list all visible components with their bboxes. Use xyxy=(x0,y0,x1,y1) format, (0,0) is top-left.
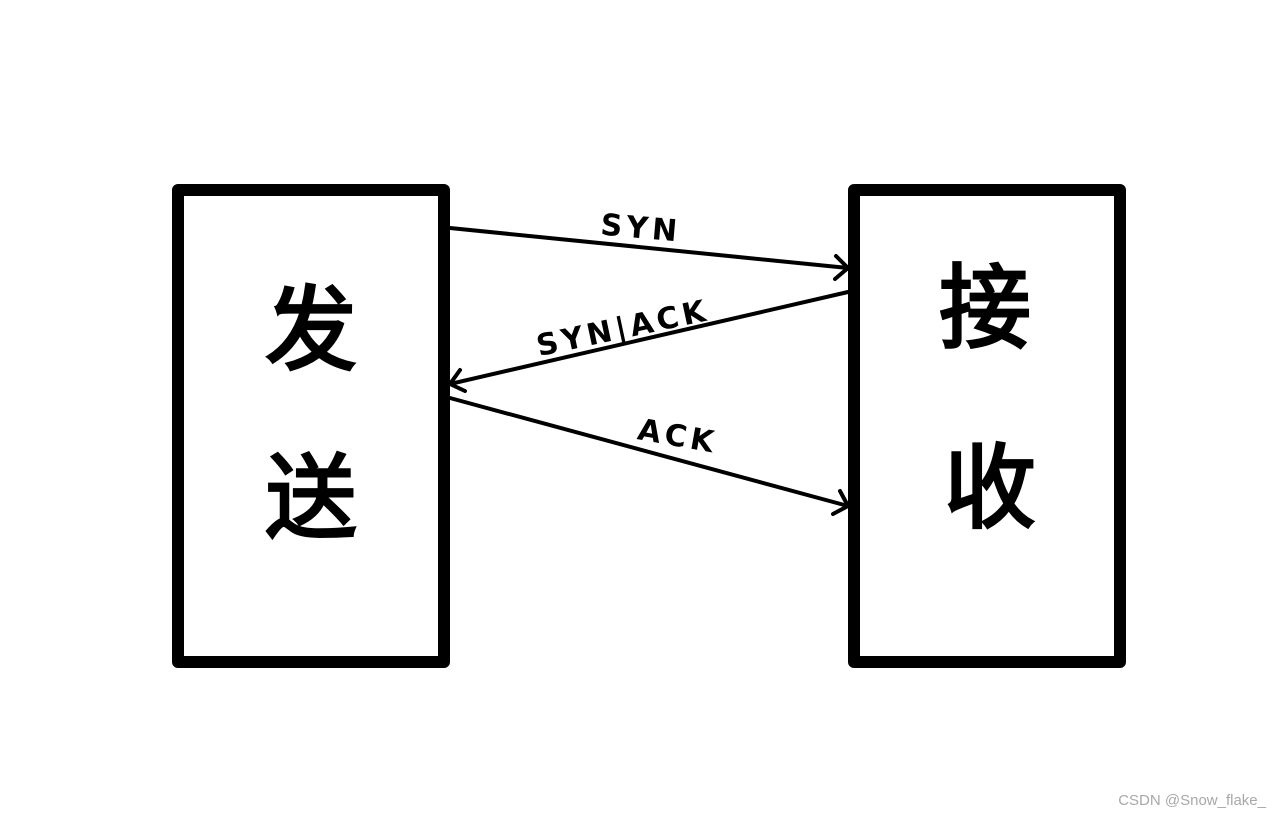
receiver-node: 接 收 xyxy=(848,184,1126,668)
sender-label-line2: 送 xyxy=(265,445,357,552)
syn-label: SYN xyxy=(599,208,682,250)
synack-arrow-line xyxy=(448,290,850,386)
synack-message: SYN|ACK xyxy=(448,290,850,393)
ack-arrow-line xyxy=(448,396,850,508)
ack-message: ACK xyxy=(448,396,850,516)
ack-arrowhead xyxy=(831,489,850,516)
syn-message: SYN xyxy=(448,208,850,281)
watermark: CSDN @Snow_flake_ xyxy=(1118,792,1266,809)
receiver-label-line2: 收 xyxy=(944,435,1036,542)
sender-label-line1: 发 xyxy=(265,277,357,384)
syn-arrow-line xyxy=(448,226,850,270)
receiver-label-line1: 接 xyxy=(939,255,1031,362)
receiver-box xyxy=(848,184,1126,668)
sender-node: 发 送 xyxy=(172,184,450,668)
synack-arrowhead xyxy=(448,368,467,393)
sender-box xyxy=(172,184,450,668)
synack-label: SYN|ACK xyxy=(533,293,712,364)
syn-arrowhead xyxy=(833,254,850,281)
